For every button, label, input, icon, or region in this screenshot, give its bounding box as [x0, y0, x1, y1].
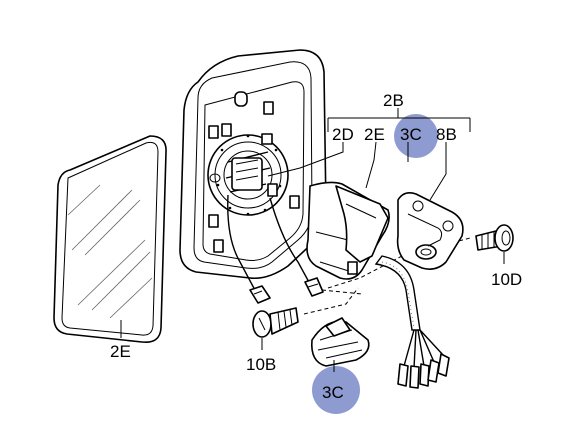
- mounting-bracket-8b: [396, 192, 464, 270]
- screw-10b: [252, 307, 299, 338]
- cable-harness: [374, 255, 450, 389]
- label-2d: 2D: [332, 125, 354, 144]
- wire-plug-right: [304, 277, 324, 297]
- label-10d: 10D: [491, 270, 522, 289]
- label-2e: 2E: [364, 125, 385, 144]
- motor-wire-left: [227, 194, 257, 293]
- mirror-glass-2e: [53, 135, 167, 344]
- label-3c-bottom: 3C: [322, 383, 344, 402]
- label-2e-glass: 2E: [110, 342, 131, 361]
- callout-leaders: [120, 108, 505, 372]
- mirror-housing: [179, 49, 327, 280]
- motor-bolt-ring: [216, 134, 282, 216]
- assembly-line-screw: [303, 287, 359, 315]
- wire-plug-left: [249, 285, 271, 304]
- label-8b: 8B: [436, 125, 457, 144]
- mirror-arm-base: [306, 181, 390, 280]
- highlight-circle-3c-top: [394, 114, 438, 158]
- label-2b: 2B: [383, 91, 404, 110]
- assembly-line-bracket: [327, 237, 471, 289]
- motor-wire-right: [269, 197, 311, 285]
- cover-cap-3c: [310, 317, 370, 367]
- label-3c: 3C: [400, 125, 422, 144]
- highlight-circle-3c-bottom: [312, 366, 360, 414]
- screw-10d: [475, 224, 514, 252]
- label-10b: 10B: [246, 355, 276, 374]
